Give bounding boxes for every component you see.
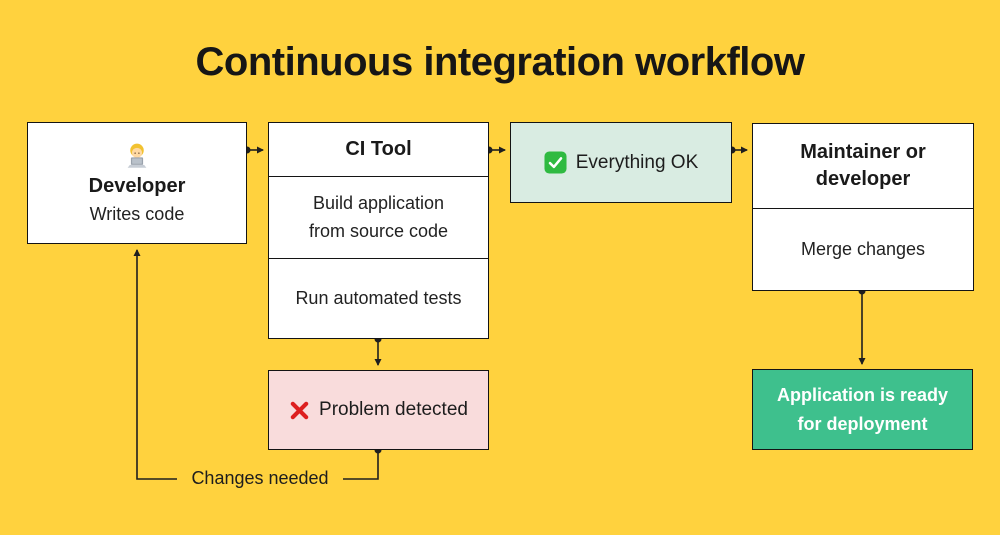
developer-title: Developer [88, 175, 186, 197]
node-maintainer: Maintainer or developer Merge changes [752, 123, 974, 291]
ci-tool-step-build: Build application from source code [269, 177, 488, 259]
page-title: Continuous integration workflow [195, 40, 805, 84]
node-problem-detected: Problem detected [268, 370, 489, 450]
changes-needed-label: Changes needed [191, 468, 329, 488]
maintainer-title: Maintainer or developer [753, 124, 973, 209]
ci-tool-step-tests: Run automated tests [295, 287, 462, 308]
check-mark-icon [544, 151, 567, 174]
node-developer: Developer Writes code [27, 122, 247, 244]
everything-ok-label: Everything OK [575, 151, 699, 173]
developer-subtitle: Writes code [89, 204, 185, 224]
ci-tool-title: CI Tool [269, 123, 488, 177]
node-ci-tool: CI Tool Build application from source co… [268, 122, 489, 339]
node-deployment-ready: Application is ready for deployment [752, 369, 973, 450]
maintainer-step-merge: Merge changes [800, 239, 926, 259]
node-everything-ok: Everything OK [510, 122, 732, 203]
cross-mark-icon [289, 400, 310, 421]
technologist-icon [122, 141, 152, 170]
deployment-ready-label: Application is ready for deployment [776, 384, 949, 434]
problem-detected-label: Problem detected [319, 399, 468, 420]
